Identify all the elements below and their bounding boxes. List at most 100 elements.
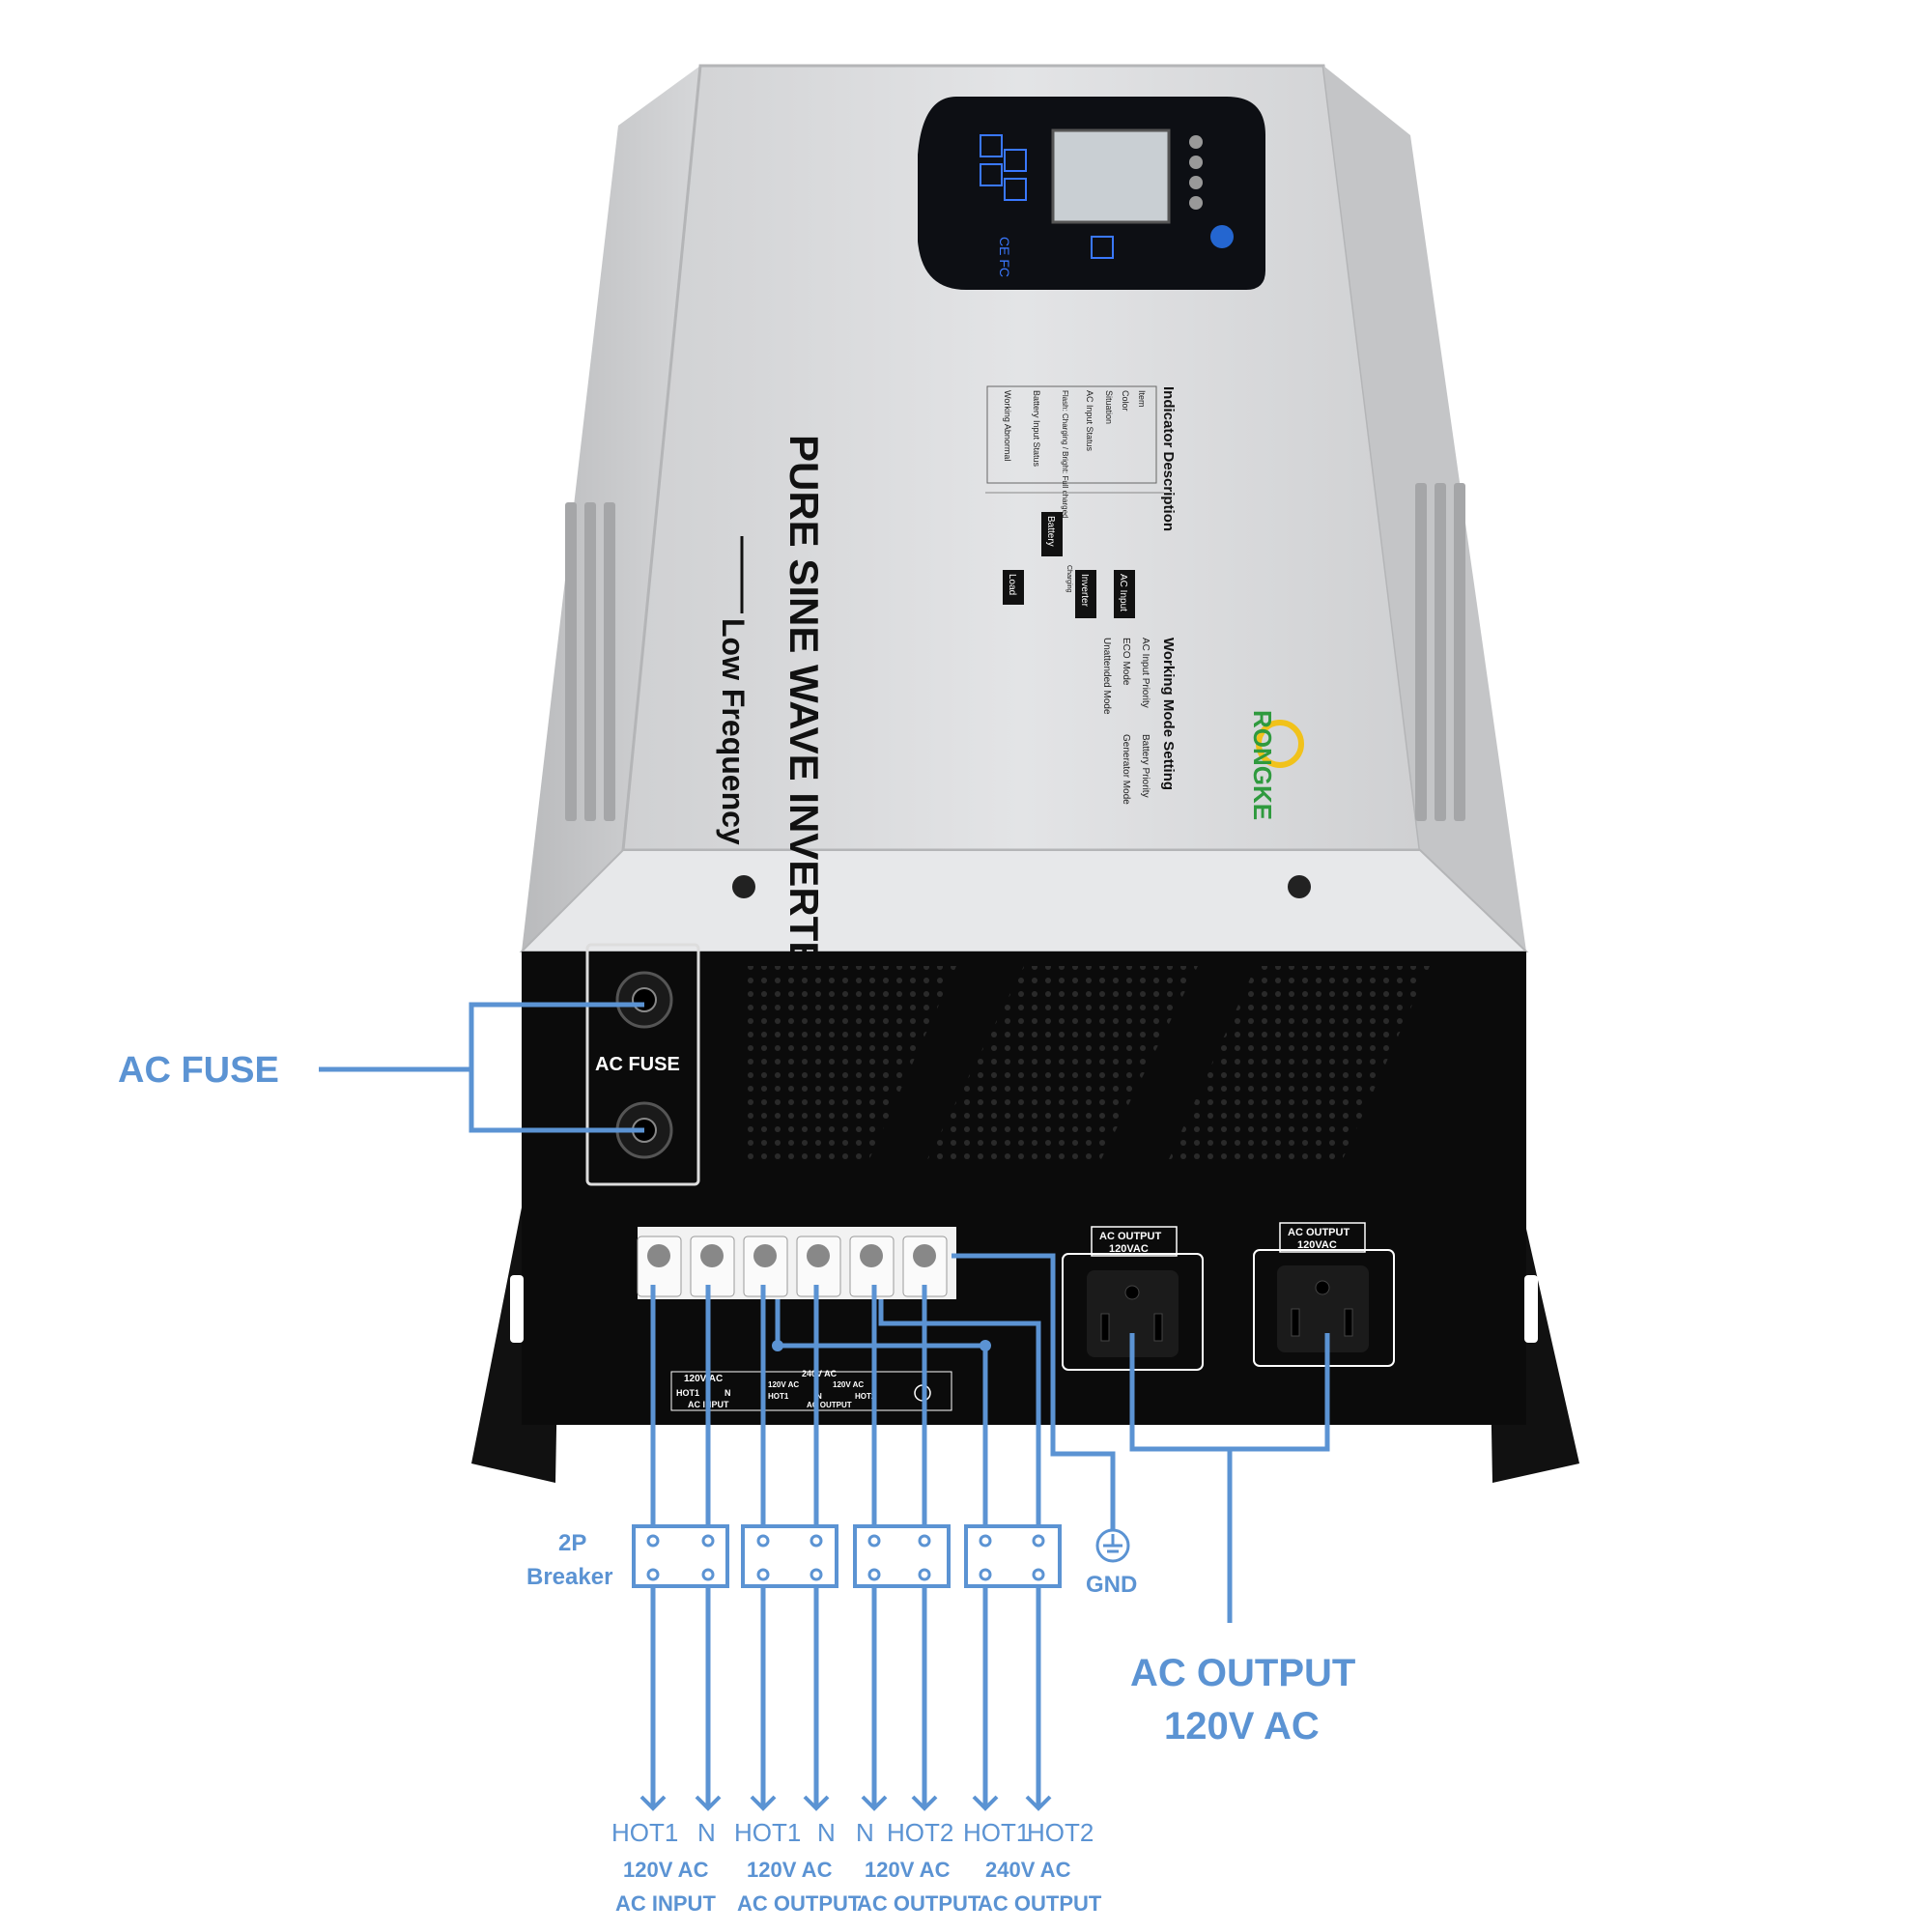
label-120v-ac-sub-1: 120V AC: [768, 1380, 799, 1389]
outlet-1-ground-hole: [1124, 1285, 1140, 1300]
outlet-2-label-line1: AC OUTPUT: [1288, 1227, 1350, 1238]
vent-grille-left: [744, 966, 956, 1159]
ac-fuse-callout: AC FUSE: [118, 1002, 644, 1133]
indicator-row-inv: Battery Input Status: [1032, 390, 1041, 468]
flow-load-box: [1003, 570, 1024, 605]
flow-load: Load: [1007, 574, 1017, 595]
label-120v-ac-input-top: 120V AC: [684, 1374, 723, 1384]
inverter-rear-panel: AC FUSE 120V AC HOT1 N AC INPU: [471, 943, 1579, 1483]
led-bat: [1189, 156, 1203, 169]
terminal-label-plate: [670, 1371, 952, 1411]
breaker-label-line1: 2P: [558, 1530, 586, 1556]
label-hot1-output: HOT1: [768, 1392, 789, 1401]
left-side-vents: [565, 502, 615, 821]
led-inv: [1189, 176, 1203, 189]
breakers: 2P Breaker: [526, 1524, 1062, 1590]
terminal-screw-1: [647, 1244, 670, 1267]
wire-junction-2: [980, 1340, 991, 1351]
gnd-label: GND: [1086, 1572, 1137, 1598]
wire-arrows: [639, 1795, 1052, 1811]
flow-inverter-box: [1075, 570, 1096, 618]
group-4-voltage: 240V AC: [985, 1858, 1071, 1882]
lcd-screen: [1051, 128, 1171, 224]
group-1-voltage: 120V AC: [623, 1858, 709, 1882]
wire-label-4: N: [817, 1818, 836, 1847]
indicator-header-situation: Situation: [1104, 390, 1114, 424]
working-mode-setting: Working Mode Setting AC Input Priority B…: [1101, 638, 1177, 805]
working-mode-generator: Generator Mode: [1121, 734, 1131, 805]
label-ac-output-bottom: AC OUTPUT: [807, 1401, 852, 1409]
indicator-row-ac: AC Input Status: [1085, 390, 1094, 452]
ground-icon: [1095, 1528, 1130, 1563]
product-title-group: PURE SINE WAVE INVERTER Low Frequency: [716, 435, 827, 998]
label-240v-ac-top: 240V AC: [802, 1369, 838, 1378]
outlet-2-label-box: [1279, 1222, 1366, 1253]
ac-output-label-line2: 120V AC: [1164, 1705, 1320, 1747]
ac-fuse-label: AC FUSE: [118, 1050, 279, 1091]
terminal-screw-2: [700, 1244, 724, 1267]
working-mode-ac-priority: AC Input Priority: [1140, 638, 1151, 708]
group-2-voltage: 120V AC: [747, 1858, 833, 1882]
breaker-label-line2: Breaker: [526, 1564, 612, 1590]
outlet-2-label-line2: 120VAC: [1297, 1239, 1337, 1251]
fuse-holder-top-cap: [632, 987, 657, 1012]
ac-outlet-2: AC OUTPUT 120VAC: [1253, 1222, 1395, 1367]
breaker-2[interactable]: [741, 1524, 838, 1588]
brand-name: RONGKE: [1248, 710, 1277, 820]
outlet-2-slot-left: [1291, 1308, 1300, 1337]
outlet-2-ground-hole: [1315, 1280, 1330, 1295]
vent-grille-right: [1169, 966, 1430, 1159]
control-panel: CE FC: [918, 97, 1265, 290]
cover-screw-left: [732, 875, 755, 898]
outlet-2-frame: [1253, 1249, 1395, 1367]
label-n-input: N: [724, 1388, 731, 1398]
wire-label-5: N: [856, 1818, 874, 1847]
bracket-slot-left: [510, 1275, 524, 1343]
bracket-slot-right: [1524, 1275, 1538, 1343]
fuse-panel-label: AC FUSE: [595, 1054, 680, 1075]
group-4-type: AC OUTPUT: [978, 1891, 1102, 1916]
terminal-screw-4: [807, 1244, 830, 1267]
power-flow-diagram: AC Input Battery Charging Inverter Load: [1003, 512, 1135, 618]
panel-button-down[interactable]: [980, 163, 1003, 186]
led-ac: [1189, 135, 1203, 149]
vent-grille-center: [927, 966, 1198, 1159]
brand-logo: RONGKE: [1248, 710, 1304, 820]
top-cover-front-bevel: [519, 849, 1529, 952]
group-2-type: AC OUTPUT: [737, 1891, 862, 1916]
working-mode-title: Working Mode Setting: [1160, 638, 1177, 790]
panel-buttons: [980, 134, 1114, 259]
group-labels: 120V AC AC INPUT 120V AC AC OUTPUT 120V …: [615, 1858, 1102, 1916]
outlet-1-slot-right: [1153, 1313, 1163, 1342]
panel-button-up[interactable]: [980, 134, 1003, 157]
wire-label-7: HOT1: [963, 1818, 1030, 1847]
outlet-1-label-box: [1091, 1226, 1178, 1257]
outlet-1-label-line2: 120VAC: [1109, 1243, 1149, 1255]
panel-button-enter[interactable]: [1004, 149, 1027, 172]
terminal-block: 120V AC HOT1 N AC INPUT 240V AC 120V AC …: [637, 1227, 956, 1411]
terminal-screw-5: [860, 1244, 883, 1267]
power-button[interactable]: [1091, 236, 1114, 259]
panel-button-esc[interactable]: [1004, 178, 1027, 201]
flow-battery: Battery: [1045, 516, 1056, 547]
group-3-voltage: 120V AC: [865, 1858, 951, 1882]
outlet-2-receptacle[interactable]: [1277, 1265, 1369, 1352]
flow-charging: Charging: [1065, 565, 1072, 593]
cover-screw-right: [1288, 875, 1311, 898]
outlet-1-label-line1: AC OUTPUT: [1099, 1231, 1161, 1242]
indicator-row-fault: Working Abnormal: [1003, 390, 1012, 461]
label-120v-ac-sub-2: 120V AC: [833, 1380, 864, 1389]
wire-junction-1: [772, 1340, 783, 1351]
led-fault: [1189, 196, 1203, 210]
wire-label-2: N: [697, 1818, 716, 1847]
label-hot1-input: HOT1: [676, 1388, 699, 1398]
indicator-table: [986, 385, 1157, 484]
product-title: PURE SINE WAVE INVERTER: [781, 435, 827, 998]
flow-ac-input: AC Input: [1118, 574, 1128, 611]
wire-label-3: HOT1: [734, 1818, 801, 1847]
label-n-output: N: [816, 1392, 822, 1401]
group-3-type: AC OUTPUT: [857, 1891, 981, 1916]
working-mode-eco: ECO Mode: [1121, 638, 1131, 686]
product-subtitle: Low Frequency: [716, 618, 751, 845]
